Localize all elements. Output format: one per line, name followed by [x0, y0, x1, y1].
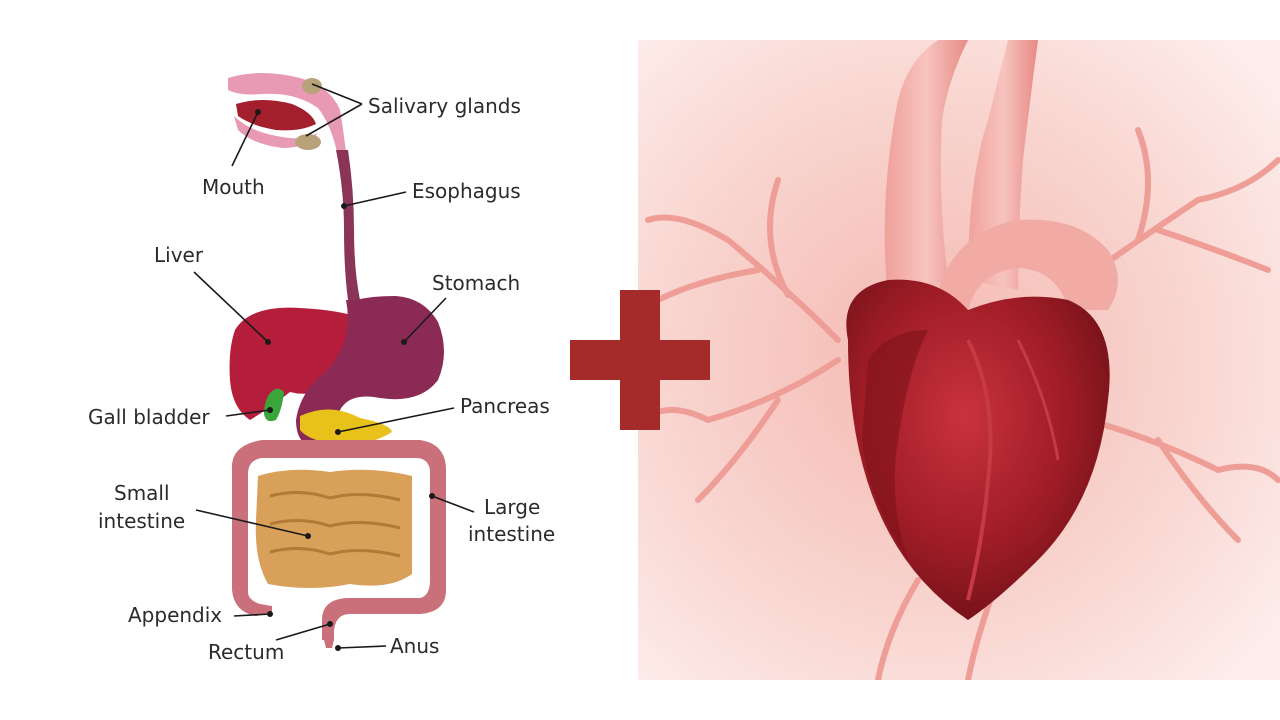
label-esophagus: Esophagus	[412, 179, 521, 203]
heart-illustration-panel	[638, 40, 1280, 680]
digestive-system-diagram: Salivary glands Mouth Esophagus Liver St…	[88, 73, 555, 664]
label-small-intestine-line1: Small	[114, 481, 170, 505]
plus-icon	[570, 290, 710, 430]
label-small-intestine-line2: intestine	[98, 509, 185, 533]
label-large-intestine-line2: intestine	[468, 522, 555, 546]
small-intestine-illustration	[255, 469, 412, 588]
label-rectum: Rectum	[208, 640, 284, 664]
pancreas-illustration	[300, 409, 392, 445]
heart-illustration	[638, 40, 1280, 680]
salivary-gland-upper	[302, 78, 322, 94]
label-appendix: Appendix	[128, 603, 222, 627]
label-mouth: Mouth	[202, 175, 265, 199]
esophagus-illustration	[336, 150, 360, 300]
blood-vessels	[640, 127, 1280, 680]
salivary-gland-lower	[295, 134, 321, 150]
digestive-system-illustration: Salivary glands Mouth Esophagus Liver St…	[88, 73, 555, 664]
large-intestine-illustration	[231, 440, 446, 640]
label-pancreas: Pancreas	[460, 394, 550, 418]
mouth-illustration	[228, 73, 348, 170]
label-liver: Liver	[154, 243, 204, 267]
label-gall-bladder: Gall bladder	[88, 405, 210, 429]
gall-bladder-illustration	[264, 388, 284, 422]
label-large-intestine-line1: Large	[484, 495, 540, 519]
label-anus: Anus	[390, 634, 439, 658]
label-salivary-glands: Salivary glands	[368, 94, 521, 118]
label-stomach: Stomach	[432, 271, 520, 295]
